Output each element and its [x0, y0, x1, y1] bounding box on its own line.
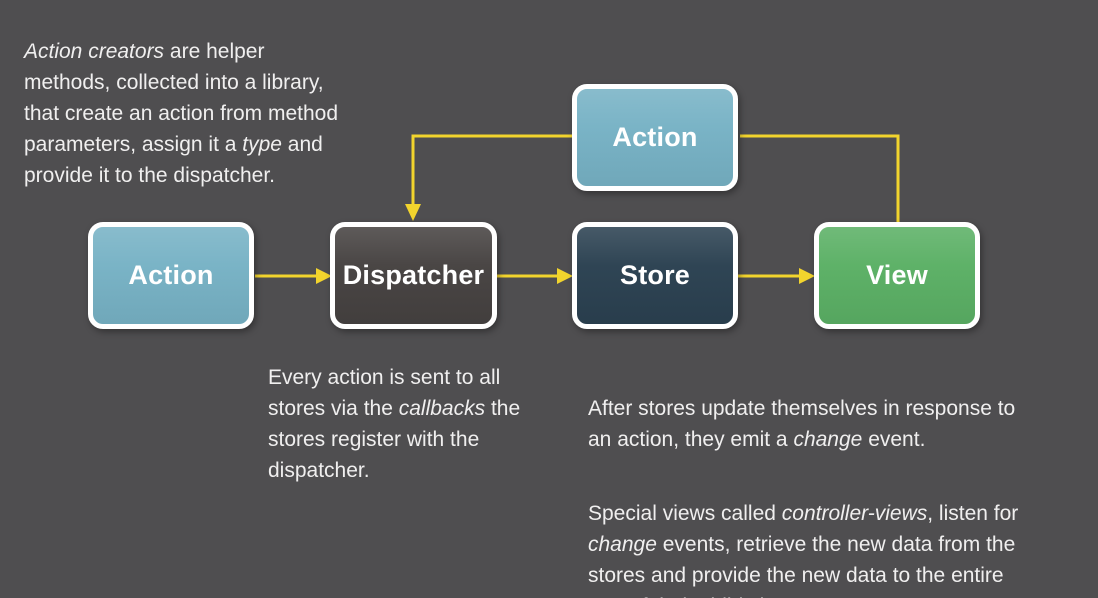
node-action: Action — [88, 222, 254, 329]
node-action-top-label: Action — [612, 122, 698, 152]
node-view-label: View — [866, 260, 928, 290]
caption-store-view-paragraph-2: Special views called controller-views, l… — [588, 502, 1019, 598]
caption-store-view-note: After stores update themselves in respon… — [588, 362, 1080, 598]
node-action-top: Action — [572, 84, 738, 191]
node-view: View — [814, 222, 980, 329]
node-action-label: Action — [128, 260, 214, 290]
node-dispatcher: Dispatcher — [330, 222, 497, 329]
line-view-to-action-top — [740, 134, 900, 222]
arrow-store-to-view — [738, 268, 815, 284]
caption-store-view-paragraph-1: After stores update themselves in respon… — [588, 397, 1016, 451]
caption-action-creators: Action creators are helper methods, coll… — [24, 40, 339, 187]
node-dispatcher-label: Dispatcher — [342, 260, 485, 290]
arrow-dispatcher-to-store — [497, 268, 573, 284]
node-store: Store — [572, 222, 738, 329]
node-store-label: Store — [619, 260, 691, 290]
arrow-action-to-dispatcher — [255, 268, 332, 284]
caption-dispatcher-note: Every action is sent to all stores via t… — [268, 366, 521, 482]
arrow-action-top-to-dispatcher — [405, 134, 572, 221]
